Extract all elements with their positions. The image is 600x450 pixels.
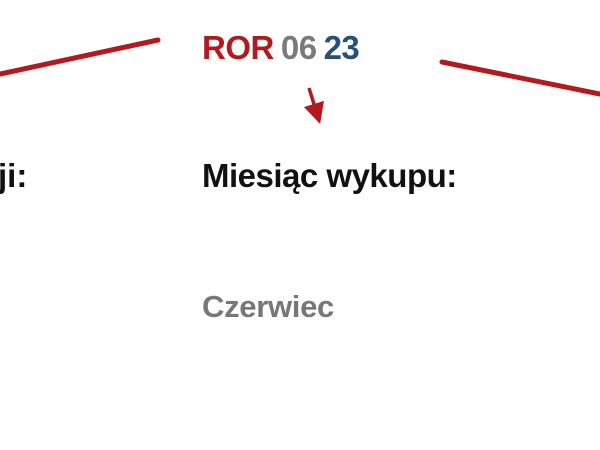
right-connector-line xyxy=(439,59,600,97)
left-connector-line xyxy=(0,37,161,77)
product-code-prefix: ROR xyxy=(202,29,274,66)
left-label-fragment: ji: xyxy=(0,157,28,194)
down-arrow xyxy=(303,87,324,125)
buyout-month-value: Czerwiec xyxy=(202,289,334,324)
buyout-month-label: Miesiąc wykupu: xyxy=(202,157,457,194)
product-code-year: 23 xyxy=(323,29,360,66)
product-code-month: 06 xyxy=(280,29,317,66)
